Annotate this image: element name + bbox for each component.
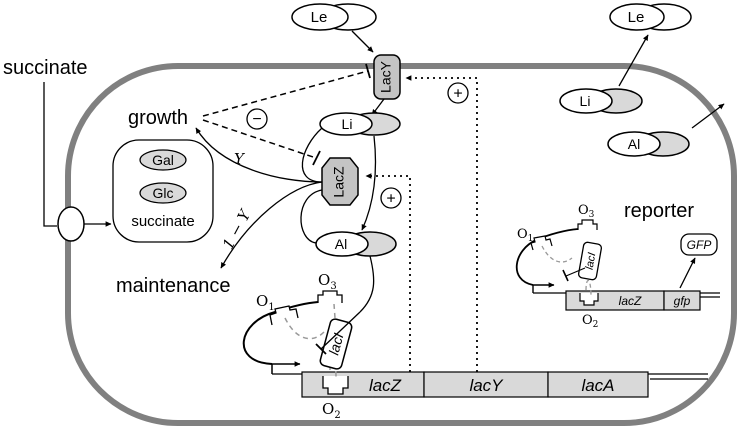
le-top-label: Le	[311, 9, 328, 26]
reporter-gene-gfp	[663, 290, 701, 311]
growth-inhibits-lacy-dashed	[202, 70, 369, 117]
al-reporter: Al	[607, 131, 690, 157]
growth-label: growth	[128, 107, 188, 129]
positive-feedback-lacz-sign: +	[380, 187, 402, 209]
al-inhibits-laci-line	[320, 311, 361, 350]
li-export-arrow	[618, 34, 649, 87]
lacz-to-al-curve	[300, 189, 323, 244]
gene-laca	[547, 371, 649, 398]
gene-lacz	[301, 371, 425, 398]
o1-operator-bracket	[269, 305, 299, 326]
le-external-right: Le	[609, 3, 692, 31]
reporter-laci-label: lacI	[584, 252, 599, 271]
o2-operator-bracket	[322, 376, 349, 395]
positive-feedback-lacy-sign: +	[447, 82, 469, 104]
gal-ellipse	[139, 149, 187, 171]
laci-inhibit-bar	[315, 343, 327, 355]
lacy-transporter: LacY	[373, 54, 401, 100]
negative-feedback-sign: −	[246, 108, 268, 130]
plus-lacz-text: +	[386, 191, 395, 208]
reporter-promoter-arrow	[532, 282, 555, 293]
reporter-o2-bracket	[579, 293, 599, 306]
lacz-inhibit-bar	[312, 150, 321, 166]
reporter-title: reporter	[624, 200, 694, 222]
o1-label: O1	[256, 292, 275, 313]
succinate-transporter	[57, 206, 85, 242]
reporter-laci-dashed-bottom	[585, 279, 592, 297]
reporter-o2-label: O2	[582, 313, 598, 330]
o3-label: O3	[318, 271, 337, 292]
gfp-protein-label: GFP	[687, 238, 712, 252]
gfp-protein: GFP	[680, 233, 718, 256]
o3-operator-bracket	[317, 290, 343, 303]
le-external-top: Le	[291, 3, 377, 31]
plus-lacy-text: +	[453, 86, 462, 103]
lacz-label: LacZ	[331, 166, 347, 198]
reporter-laci-repressor: lacI	[577, 241, 603, 281]
reporter-lacz-label: lacZ	[619, 294, 642, 308]
laci-label: lacI	[325, 331, 346, 356]
le-right-label: Le	[628, 9, 645, 26]
al-inside: Al	[315, 231, 397, 257]
li-inside: Li	[319, 112, 401, 136]
reporter-laci-dashed-left	[541, 245, 573, 263]
flux-to-growth-arrow	[195, 127, 323, 183]
al-label: Al	[335, 236, 347, 252]
li-to-al-arrow	[361, 135, 377, 231]
maintenance-label: maintenance	[116, 275, 231, 297]
laci-binding-dashed-left	[284, 317, 325, 340]
lacy-gene-to-lacy-dotted	[405, 75, 478, 372]
gal-label: Gal	[152, 152, 174, 168]
laci-repressor: lacI	[319, 318, 353, 370]
lacz-enzyme: LacZ	[321, 157, 359, 206]
reporter-laci-inhibit-line	[565, 267, 586, 277]
al-reporter-label: Al	[628, 136, 640, 152]
minus-sign-text: −	[252, 111, 261, 128]
main-promoter-arrow	[271, 361, 301, 374]
o2-label: O2	[322, 400, 341, 421]
li-reporter-label: Li	[580, 93, 591, 109]
le-to-lacy-arrow	[351, 30, 374, 53]
gene-laca-label: lacA	[581, 376, 614, 395]
laci-binding-dashed-right	[333, 303, 336, 319]
dna-loop	[242, 301, 319, 365]
succinate-external-label: succinate	[3, 57, 88, 79]
operon-genes: lacZ lacY lacA	[301, 371, 649, 398]
reporter-o3-label: O3	[578, 203, 595, 220]
li-to-lacz-curve	[301, 127, 323, 183]
gene-lacy	[423, 371, 549, 398]
al-to-laci-line	[359, 255, 375, 313]
sugar-box: Gal Glc succinate	[112, 139, 214, 243]
gene-lacy-label: lacY	[469, 376, 504, 395]
al-export-arrow	[691, 103, 725, 129]
succinate-uptake-line	[43, 82, 57, 227]
li-label: Li	[342, 116, 353, 132]
box-succinate-label: succinate	[131, 213, 194, 230]
reporter-gfp-gene-label: gfp	[674, 294, 691, 308]
cell-membrane	[65, 63, 737, 426]
reporter-o1-label: O1	[517, 227, 533, 244]
flux-to-maintenance-arrow	[220, 181, 323, 269]
glc-ellipse	[139, 182, 187, 204]
y-fraction-label: Y	[234, 150, 246, 168]
gene-lacz-label: lacZ	[369, 376, 402, 395]
li-reporter: Li	[559, 88, 643, 114]
glc-label: Glc	[153, 185, 174, 201]
reporter-laci-inhibit-bar	[562, 269, 569, 282]
gfp-expression-arrow	[679, 257, 696, 289]
reporter-o3-bracket	[577, 219, 598, 230]
reporter-o1-bracket	[530, 235, 553, 251]
lacy-label: LacY	[378, 60, 394, 93]
lacy-inhibit-bar	[365, 63, 371, 79]
one-minus-y-label: 1 − Y	[219, 205, 255, 252]
